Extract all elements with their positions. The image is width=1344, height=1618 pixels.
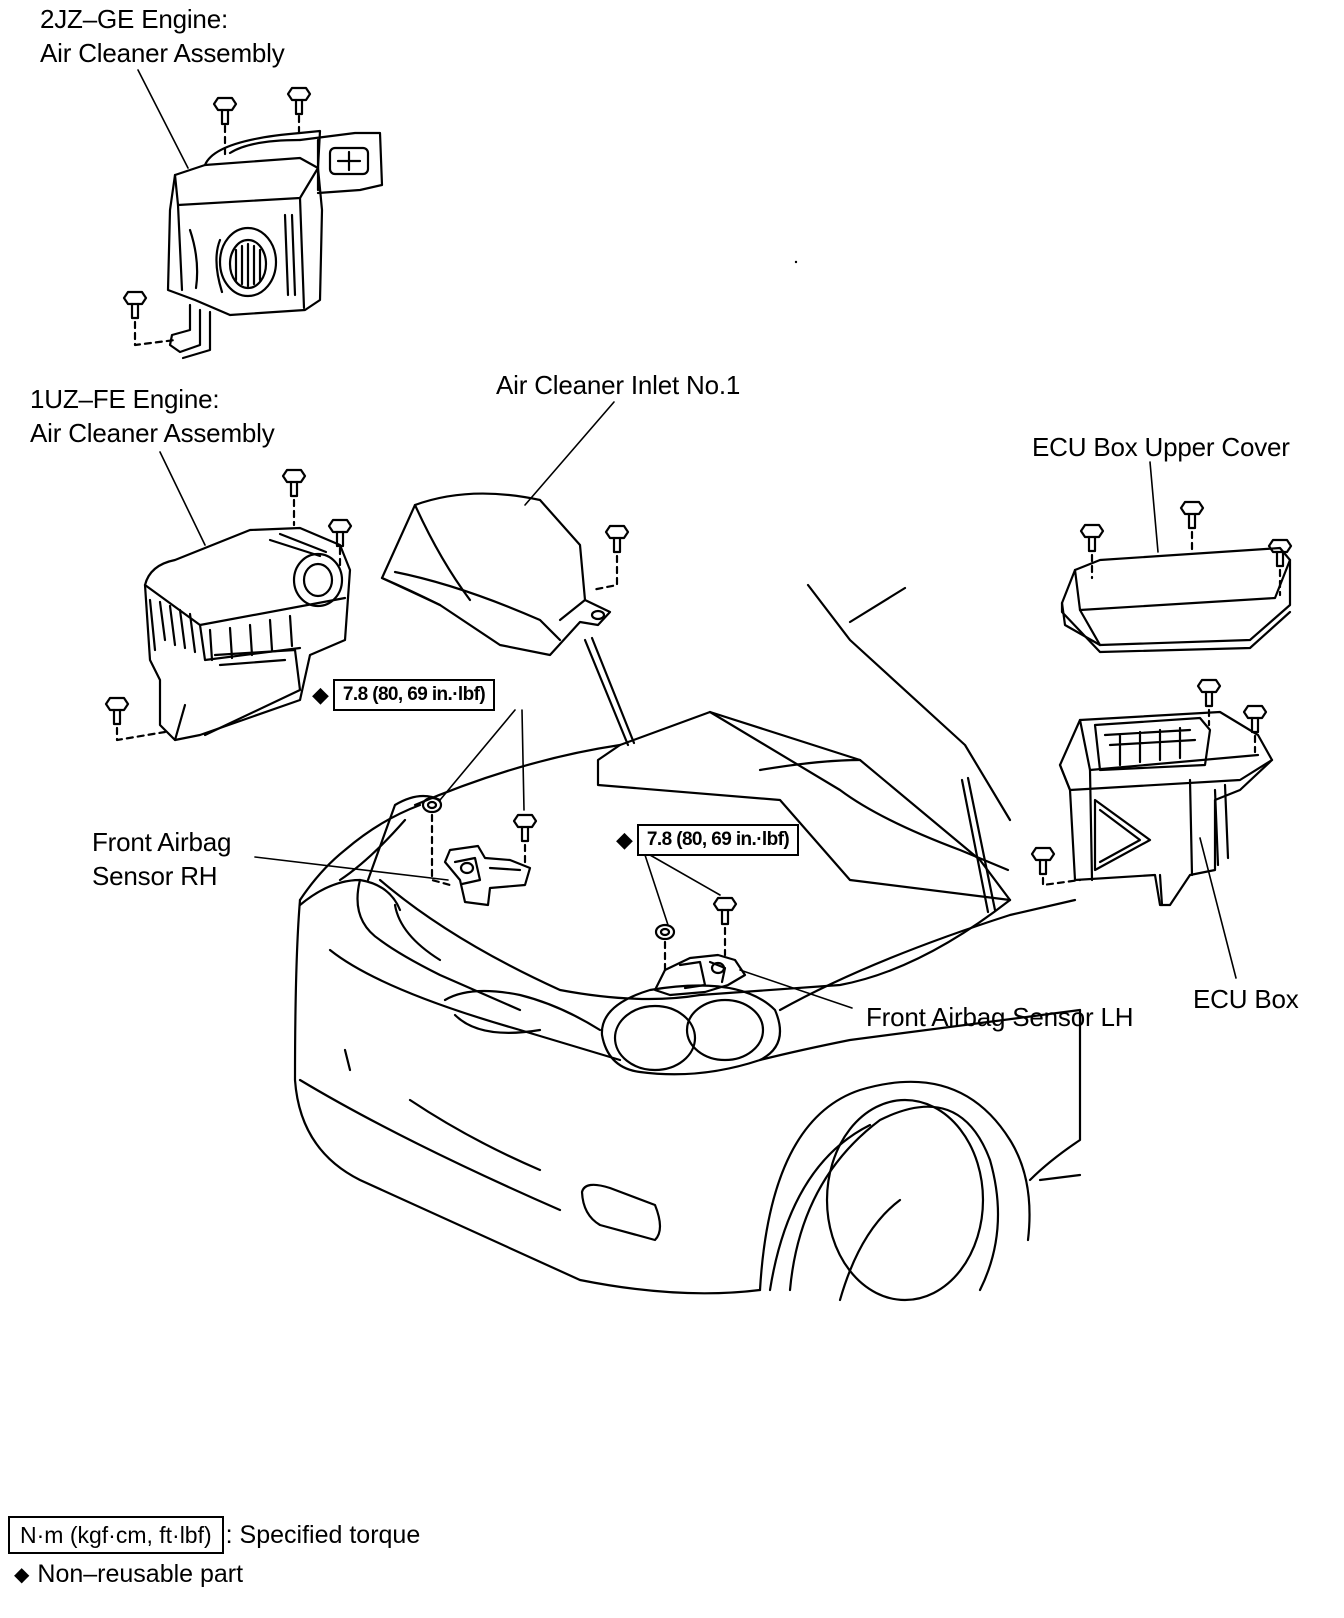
bolt-icon <box>1179 500 1205 530</box>
air-cleaner-inlet <box>380 401 630 657</box>
torque-callout-2: ◆ 7.8 (80, 69 in.·lbf) <box>616 823 800 857</box>
label-ecu-box: ECU Box <box>1193 984 1299 1014</box>
air-cleaner-assembly-1uz <box>104 451 353 742</box>
torque-callout-1: ◆ 7.8 (80, 69 in.·lbf) <box>312 678 496 712</box>
bolt-icon <box>604 524 630 554</box>
bolt-icon <box>1267 538 1293 568</box>
front-airbag-sensor-rh <box>254 796 538 907</box>
bolt-icon <box>512 813 538 843</box>
legend-non-reusable: ◆ Non–reusable part <box>14 1560 243 1589</box>
ecu-box <box>1030 678 1274 979</box>
bolt-icon <box>286 86 312 116</box>
bolt-icon <box>122 290 148 320</box>
legend-unit-desc: : Specified torque <box>225 1520 421 1549</box>
bolt-icon <box>104 696 130 726</box>
label-1uz-engine: 1UZ–FE Engine: Air Cleaner Assembly <box>30 384 275 448</box>
label-air-cleaner-inlet: Air Cleaner Inlet No.1 <box>496 370 741 400</box>
label-2jz-engine: 2JZ–GE Engine: Air Cleaner Assembly <box>40 4 285 68</box>
legend-nonreusable-desc: Non–reusable part <box>37 1560 244 1588</box>
label-front-airbag-rh: Front Airbag Sensor RH <box>92 827 232 891</box>
label-front-airbag-lh: Front Airbag Sensor LH <box>866 1002 1134 1032</box>
torque-value: 7.8 (80, 69 in.·lbf) <box>332 679 496 711</box>
bolt-icon <box>1030 846 1056 876</box>
non-reusable-diamond-icon: ◆ <box>616 827 633 852</box>
nut-icon <box>421 796 443 814</box>
torque-leaders <box>439 709 721 926</box>
label-ecu-box-upper-cover: ECU Box Upper Cover <box>1032 432 1290 462</box>
vehicle-front-body <box>293 583 1082 1302</box>
bolt-icon <box>281 468 307 498</box>
bolt-icon <box>327 518 353 548</box>
bolt-icon <box>212 96 238 126</box>
nut-icon <box>654 923 676 941</box>
non-reusable-diamond-icon: ◆ <box>14 1564 30 1586</box>
bolt-icon <box>1079 523 1105 553</box>
bolt-icon <box>1242 704 1268 734</box>
legend-specified-torque: N·m (kgf·cm, ft·lbf) : Specified torque <box>8 1516 420 1554</box>
torque-value: 7.8 (80, 69 in.·lbf) <box>636 824 800 856</box>
ecu-box-upper-cover <box>1060 461 1293 654</box>
front-airbag-sensor-lh <box>653 896 853 1009</box>
bolt-icon <box>712 896 738 926</box>
air-cleaner-assembly-2jz <box>122 69 384 360</box>
bolt-icon <box>1196 678 1222 708</box>
non-reusable-diamond-icon: ◆ <box>312 682 329 707</box>
legend-unit-box: N·m (kgf·cm, ft·lbf) <box>8 1516 224 1554</box>
